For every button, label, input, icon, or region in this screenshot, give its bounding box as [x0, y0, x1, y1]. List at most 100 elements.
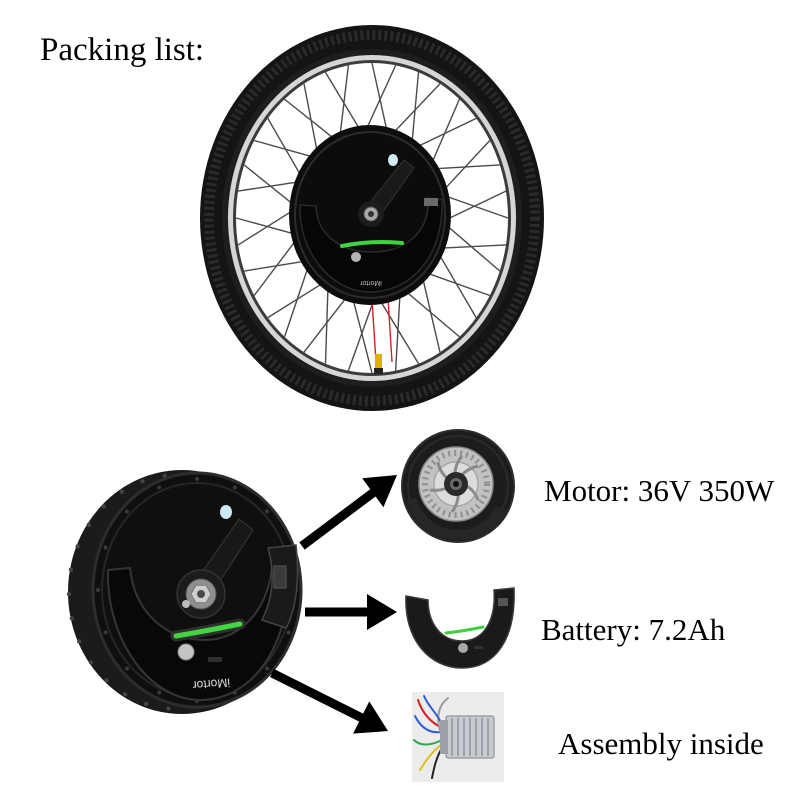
face-bolt: [232, 485, 237, 490]
arrow-icon-motor: [299, 475, 397, 550]
motor-rotor-icon: [401, 429, 515, 543]
wheel-spoke: [422, 278, 441, 353]
rim-spoke-hole: [88, 660, 94, 665]
wheel-spoke: [303, 296, 348, 353]
arrow-icon-controller: [269, 668, 388, 734]
wheel-spoke: [411, 72, 420, 143]
indicator-light: [220, 505, 232, 519]
controller-fins: [451, 718, 489, 756]
wheel-spoke: [244, 260, 305, 272]
rim-spoke-hole: [143, 701, 149, 707]
face-bolt: [124, 666, 129, 671]
wheel-spoke: [392, 83, 441, 134]
wheel-spoke: [303, 83, 318, 152]
wheel-spoke: [235, 217, 295, 235]
hub-battery-cover: [299, 197, 443, 293]
hub-connector: [424, 198, 438, 206]
red-wire: [371, 299, 377, 363]
arrow-icon-battery: [305, 594, 397, 630]
rim-spoke-holes: [66, 473, 171, 711]
battery-pack-icon: [405, 587, 515, 669]
wheel-spoke: [445, 195, 509, 219]
wheel-hub-motor: iMortor: [289, 125, 451, 305]
wheel-spoke: [435, 164, 500, 170]
item-label-battery: Battery: 7.2Ah: [541, 612, 726, 647]
face-bolt: [286, 630, 291, 635]
wheel-spoke: [365, 65, 397, 130]
face-bolt: [195, 477, 199, 481]
red-wire: [387, 297, 393, 363]
wheel-spoke: [243, 164, 294, 205]
rim-spoke-hole: [75, 544, 80, 549]
controller-endplate: [440, 720, 448, 754]
tire-tread: [204, 30, 540, 406]
wheel-spoke: [267, 282, 324, 319]
wheel-spoke: [284, 98, 335, 140]
face-bolt: [124, 509, 129, 514]
rim-spoke-hole: [77, 639, 82, 644]
rim-spoke-hole: [104, 678, 109, 683]
item-label-motor: Motor: 36V 350W: [544, 473, 775, 508]
motor-lower-cover: [406, 498, 508, 540]
battery-connector: [498, 598, 508, 606]
face-bolt: [103, 630, 108, 635]
motor-slot: [208, 657, 222, 662]
page-title: Packing list:: [40, 32, 205, 68]
wheel-spoke: [253, 240, 297, 296]
led-strip: [173, 621, 243, 639]
rim-spoke-hole: [68, 567, 74, 572]
rim-spoke-hole: [122, 692, 128, 697]
hub-motor-icon: iMortor: [66, 470, 303, 714]
wheel-spoke: [237, 210, 293, 246]
washer: [182, 600, 190, 608]
rim-spoke-hole: [86, 522, 91, 528]
face-bolt: [157, 485, 162, 490]
wheel-spoke: [431, 98, 461, 164]
wheel-spoke: [352, 298, 373, 374]
wheel-spoke: [379, 299, 420, 365]
wheel-spoke: [417, 117, 477, 148]
valve-stem: [374, 354, 383, 374]
brand-logo: iMortor: [192, 675, 230, 692]
brand-logo: iMortor: [359, 279, 381, 286]
wheel-spoke: [441, 244, 506, 249]
pocket-grille: [273, 565, 287, 589]
battery-slot: [474, 646, 483, 649]
face-bolt: [265, 666, 270, 671]
bike-wheel-icon: iMortor: [200, 25, 544, 411]
wheel-spoke: [237, 181, 299, 192]
battery-body: [405, 587, 515, 669]
wheel-spoke: [324, 71, 361, 131]
wheel-spoke: [443, 140, 491, 190]
wheel-spoke: [254, 139, 313, 158]
rim-spoke-hole: [140, 479, 145, 484]
battery-emblem: [458, 643, 468, 653]
wheel-spoke: [394, 294, 401, 371]
wheel-spoke: [371, 62, 388, 132]
wheel-spoke: [446, 225, 501, 272]
rim-spoke-hole: [101, 504, 106, 509]
face-bolt: [265, 509, 270, 514]
led-strip: [444, 625, 485, 635]
face-bolt: [157, 690, 162, 695]
face-bolt: [96, 588, 100, 592]
motor-emblem: [177, 643, 195, 661]
wheel-spoke: [447, 190, 507, 220]
rim-spoke-hole: [66, 591, 72, 597]
wheel-spokes: [235, 62, 509, 374]
wheel-spoke: [427, 272, 491, 297]
face-bolt: [103, 545, 108, 550]
controller-icon: [412, 692, 504, 782]
wheel-spoke: [438, 254, 477, 318]
wheel-spoke: [347, 300, 375, 371]
hub-emblem: [351, 252, 361, 262]
rim-spoke-hole: [119, 489, 125, 494]
led-strip: [340, 240, 404, 248]
wheel-spoke: [339, 65, 350, 136]
wheel-spoke: [283, 267, 309, 337]
wheel-spoke: [405, 290, 460, 338]
item-label-assembly: Assembly inside: [558, 726, 764, 761]
wheel-spoke: [324, 287, 329, 364]
rim-spoke-hole: [166, 706, 171, 711]
